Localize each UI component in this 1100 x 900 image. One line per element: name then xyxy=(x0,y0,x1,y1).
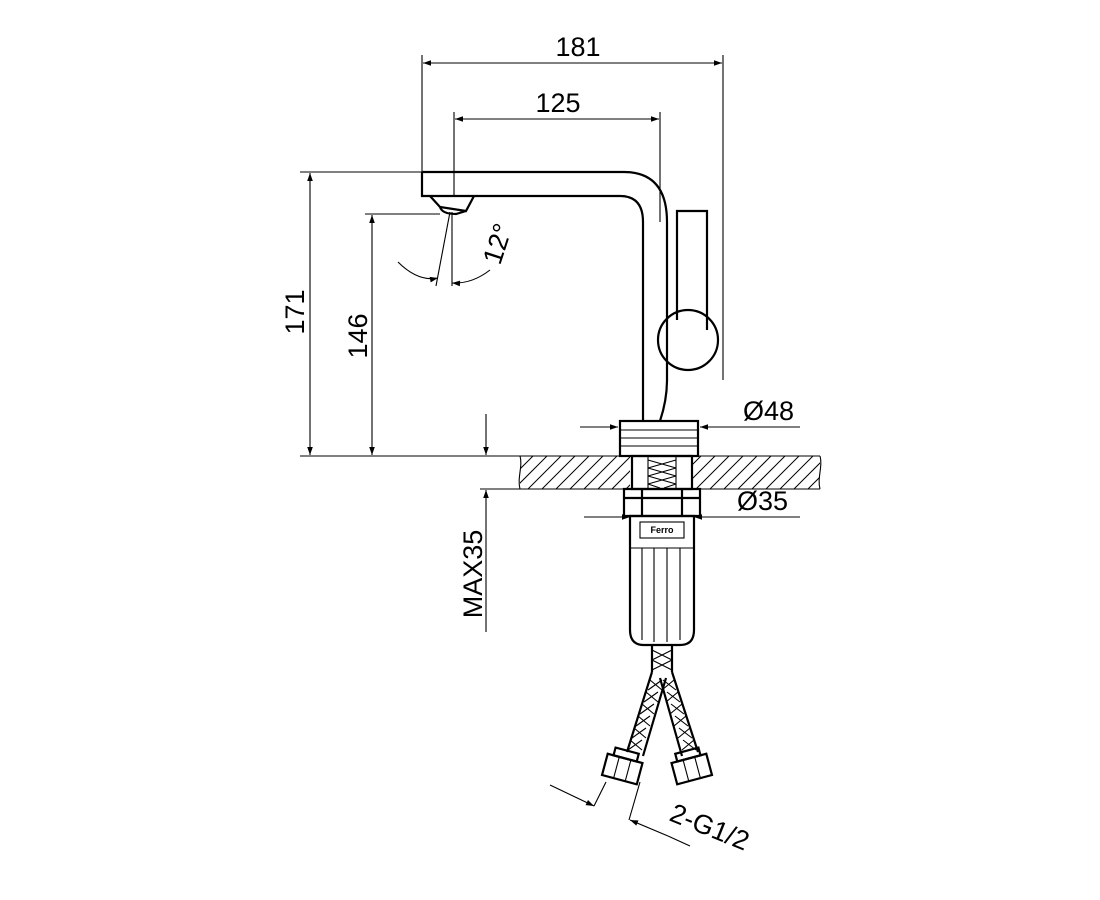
hatch-line xyxy=(520,456,548,484)
hatch-line xyxy=(583,456,618,489)
dimension-label-181: 181 xyxy=(555,32,600,62)
counter-break-right xyxy=(818,455,822,490)
shank-thread xyxy=(647,455,677,489)
dimension-label-base: Ø48 xyxy=(743,396,794,426)
hatch-line xyxy=(527,456,562,489)
aerator xyxy=(429,195,475,216)
dimension-label-171: 171 xyxy=(280,289,310,334)
hatch-line xyxy=(569,456,604,489)
hose-right-braid xyxy=(661,679,697,751)
counter-break-left xyxy=(518,455,522,490)
hatch-line xyxy=(555,456,590,489)
hatch-line xyxy=(765,456,800,489)
fitting-left xyxy=(600,746,644,786)
dimension-label-shank: Ø35 xyxy=(737,486,788,516)
hose-left-braid xyxy=(627,679,663,751)
spout-outline xyxy=(420,170,669,421)
dimension-hose-thread: 2-G1/2 xyxy=(549,781,754,857)
hatch-line xyxy=(597,456,632,489)
handle-lever xyxy=(675,209,709,330)
hex-nut xyxy=(622,487,702,518)
dimension-spout-reach: 125 xyxy=(453,88,661,222)
hatch-line xyxy=(751,456,786,489)
hatch-line xyxy=(709,456,744,489)
dimension-base-diameter: Ø48 xyxy=(580,396,800,430)
dimension-width-total: 181 xyxy=(421,32,724,380)
hose-stem-braid xyxy=(651,649,673,671)
mounting-nut-ribs xyxy=(630,547,694,642)
faucet xyxy=(420,170,720,458)
hose-right xyxy=(658,671,700,757)
hatch-line xyxy=(822,456,855,489)
body-neck xyxy=(658,379,669,422)
fitting-right xyxy=(670,746,714,786)
hatch-line xyxy=(779,456,814,489)
dimension-spout-height: 146 xyxy=(343,213,440,455)
dimension-label-angle: 12° xyxy=(477,220,518,268)
dimension-label-146: 146 xyxy=(343,313,373,358)
flexible-hoses xyxy=(600,645,714,786)
brand-mark: Ferro xyxy=(650,525,674,535)
hatch-line xyxy=(737,456,772,489)
brand-label xyxy=(639,521,685,539)
hatch-line xyxy=(793,462,820,489)
handle-cartridge xyxy=(656,308,720,372)
mounting-nut xyxy=(628,514,696,647)
countertop xyxy=(300,455,883,490)
dimension-label-125: 125 xyxy=(535,88,580,118)
hatch-line xyxy=(850,456,883,489)
hatch-line xyxy=(520,456,534,470)
hatch-line xyxy=(723,456,758,489)
dimension-shank-diameter: Ø35 xyxy=(584,486,800,520)
hatch-line xyxy=(695,456,730,489)
dimension-label-max: MAX35 xyxy=(458,530,488,619)
hose-left xyxy=(625,671,668,757)
hatch-line xyxy=(541,456,576,489)
dimension-spout-angle: 12° xyxy=(397,211,518,287)
dimension-height-total: 171 xyxy=(280,171,422,455)
hatch-line xyxy=(807,476,820,489)
hose-stem xyxy=(650,645,674,672)
hatch-line xyxy=(836,456,869,489)
dimension-label-thread: 2-G1/2 xyxy=(666,798,754,857)
dimension-counter-thickness: MAX35 xyxy=(458,414,489,632)
